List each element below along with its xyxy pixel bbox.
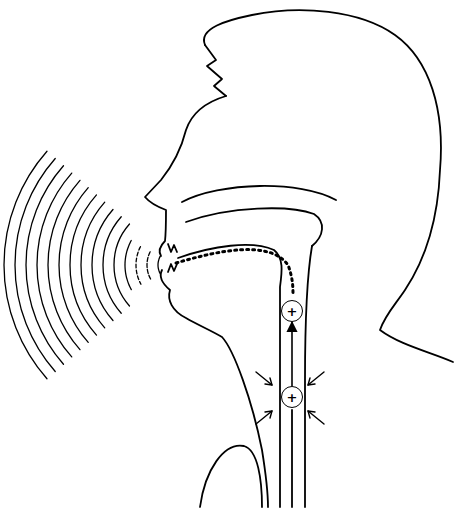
sound-wave-arc	[70, 195, 96, 335]
face-profile	[145, 96, 226, 256]
tongue-front-wall	[178, 245, 282, 507]
chin-neck-profile	[161, 270, 268, 507]
sound-wave-arc	[147, 251, 151, 279]
teeth-upper	[168, 244, 177, 252]
sound-wave-arc	[59, 188, 88, 343]
airflow-arrow	[291, 322, 293, 386]
charge-circle: +	[281, 386, 303, 408]
arrow-shaft	[256, 411, 272, 424]
arrow-head	[308, 378, 315, 385]
squeeze-arrows	[256, 372, 324, 424]
hard-palate	[186, 208, 322, 246]
sound-wave-arc	[26, 166, 63, 364]
sound-waves	[4, 151, 160, 378]
teeth-lower	[168, 264, 177, 272]
sound-wave-arc	[81, 202, 105, 328]
charge-sign: +	[287, 305, 298, 318]
sound-wave-arc	[92, 209, 113, 320]
sound-in-tract	[176, 250, 293, 296]
hair-fringe	[205, 45, 226, 96]
chest-arch	[200, 446, 262, 507]
sound-wave-arc	[125, 240, 131, 289]
trachea-line	[291, 410, 293, 507]
nasal-cavity	[182, 186, 336, 202]
sound-wave-arc	[48, 180, 80, 349]
arrow-shaft	[256, 372, 272, 385]
sound-wave-arc	[37, 173, 72, 357]
arrow-head	[265, 378, 272, 385]
charge-sign: +	[287, 391, 298, 404]
sound-wave-arc	[136, 246, 141, 285]
charge-circle: +	[281, 300, 303, 322]
arrow-head	[308, 411, 315, 418]
arrow-shaft	[308, 372, 324, 385]
arrow-shaft	[308, 411, 324, 424]
arrow-head	[265, 411, 272, 418]
sound-wave-arc	[158, 256, 160, 273]
sound-wave-arc	[103, 217, 121, 314]
sound-wave-arc	[4, 151, 47, 378]
pharynx-back-wall	[305, 246, 312, 507]
sound-wave-arc	[114, 224, 129, 306]
